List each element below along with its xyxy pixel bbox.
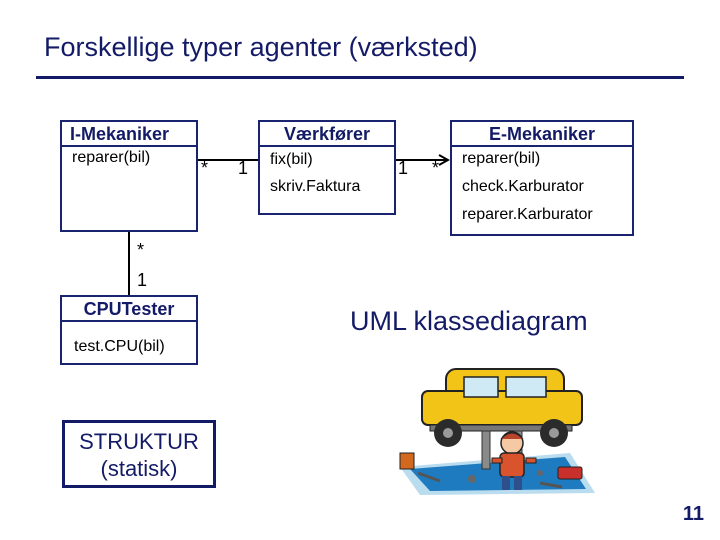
op-fix-bil: fix(bil) xyxy=(270,151,313,168)
class-i-mekaniker: I-Mekaniker reparer(bil) xyxy=(60,120,198,232)
title-underline xyxy=(36,76,684,79)
op-reparer-bil: reparer(bil) xyxy=(72,149,151,166)
op-test-cpu-bil: test.CPU(bil) xyxy=(74,338,165,355)
structure-stamp: STRUKTUR (statisk) xyxy=(62,420,216,488)
class-name-i-mekaniker: I-Mekaniker xyxy=(62,122,196,147)
stamp-line-1: STRUKTUR xyxy=(79,429,199,454)
class-vaerkfoerer: Værkfører fix(bil) skriv.Faktura xyxy=(258,120,396,215)
page-number: 11 xyxy=(682,503,704,525)
op-check-karburator: check.Karburator xyxy=(462,178,584,195)
class-name-vaerkfoerer: Værkfører xyxy=(260,122,394,147)
diagram-type-label: UML klassediagram xyxy=(350,306,588,336)
mult-vf-emek-to: * xyxy=(432,158,440,178)
class-e-mekaniker: E-Mekaniker reparer(bil) check.Karburato… xyxy=(450,120,634,236)
op-reparer-bil: reparer(bil) xyxy=(462,150,541,167)
mult-imek-cpu-from: * xyxy=(137,240,145,260)
mechanic-illustration xyxy=(399,368,595,495)
mult-vf-emek-from: 1 xyxy=(398,158,409,178)
stamp-line-2: (statisk) xyxy=(100,456,178,481)
slide-title: Forskellige typer agenter (værksted) xyxy=(44,32,478,62)
class-cputester: CPUTester test.CPU(bil) xyxy=(60,295,198,365)
op-reparer-karburator: reparer.Karburator xyxy=(462,206,593,223)
mult-imek-vf-from: * xyxy=(201,158,209,178)
class-name-e-mekaniker: E-Mekaniker xyxy=(452,122,632,147)
mult-imek-cpu-to: 1 xyxy=(137,270,148,290)
mult-imek-vf-to: 1 xyxy=(238,158,249,178)
class-name-cputester: CPUTester xyxy=(62,297,196,322)
op-skriv-faktura: skriv.Faktura xyxy=(270,178,361,195)
